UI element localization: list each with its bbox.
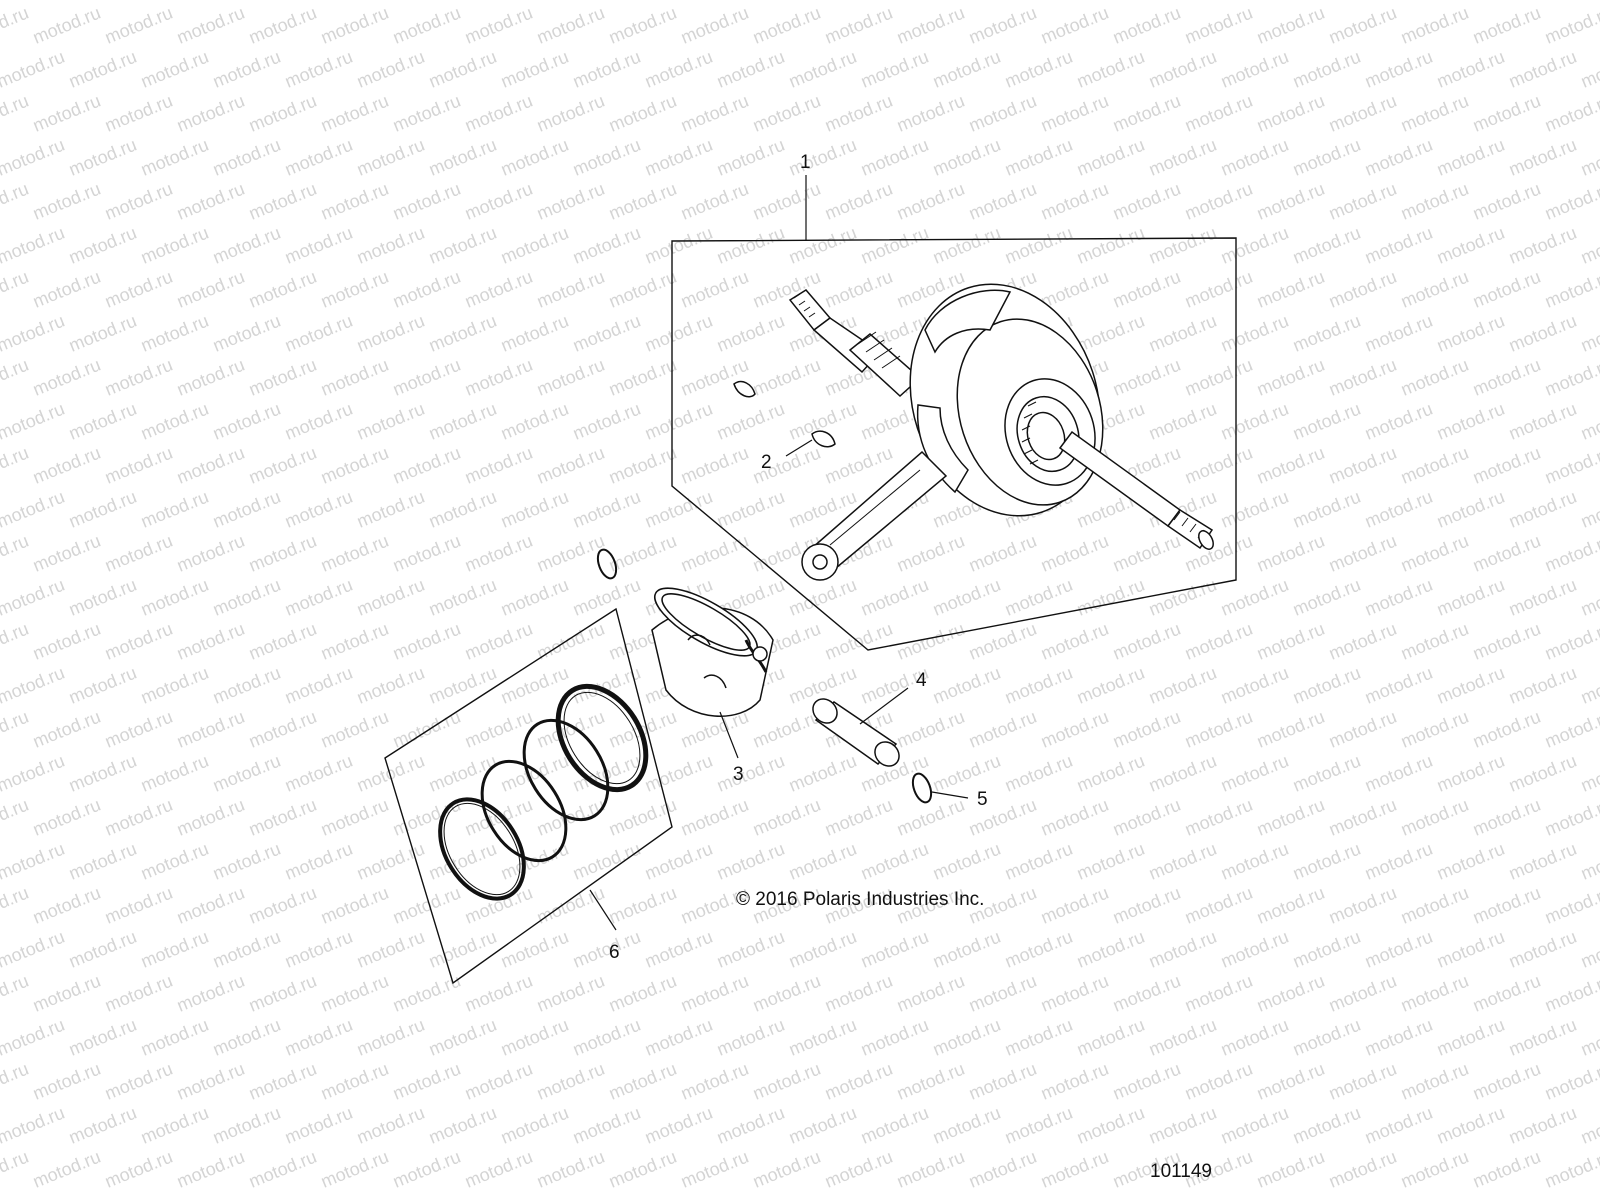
kit-outline-piston-rings bbox=[384, 607, 673, 985]
kit-outline-crankshaft bbox=[671, 237, 1237, 651]
copyright-notice: © 2016 Polaris Industries Inc. bbox=[736, 889, 985, 910]
drawing-number: 101149 bbox=[1150, 1161, 1212, 1182]
circlip-upper bbox=[596, 548, 618, 580]
piston bbox=[651, 587, 774, 717]
leader-line-5 bbox=[931, 791, 969, 799]
callout-5: 5 bbox=[977, 789, 988, 810]
leader-line-6 bbox=[589, 889, 617, 931]
leader-line-4 bbox=[859, 687, 909, 725]
callout-2: 2 bbox=[761, 452, 772, 473]
piston-ring-set bbox=[438, 683, 649, 901]
woodruff-keys bbox=[733, 380, 836, 448]
piston-pin bbox=[812, 698, 900, 767]
callout-1: 1 bbox=[800, 152, 811, 173]
callout-4: 4 bbox=[916, 670, 927, 691]
leader-line-2 bbox=[785, 439, 813, 457]
callout-6: 6 bbox=[609, 942, 620, 963]
callout-3: 3 bbox=[733, 764, 744, 785]
circlip-lower bbox=[911, 772, 933, 804]
leader-line-3 bbox=[719, 711, 739, 759]
crankshaft-assembly bbox=[788, 283, 1214, 581]
